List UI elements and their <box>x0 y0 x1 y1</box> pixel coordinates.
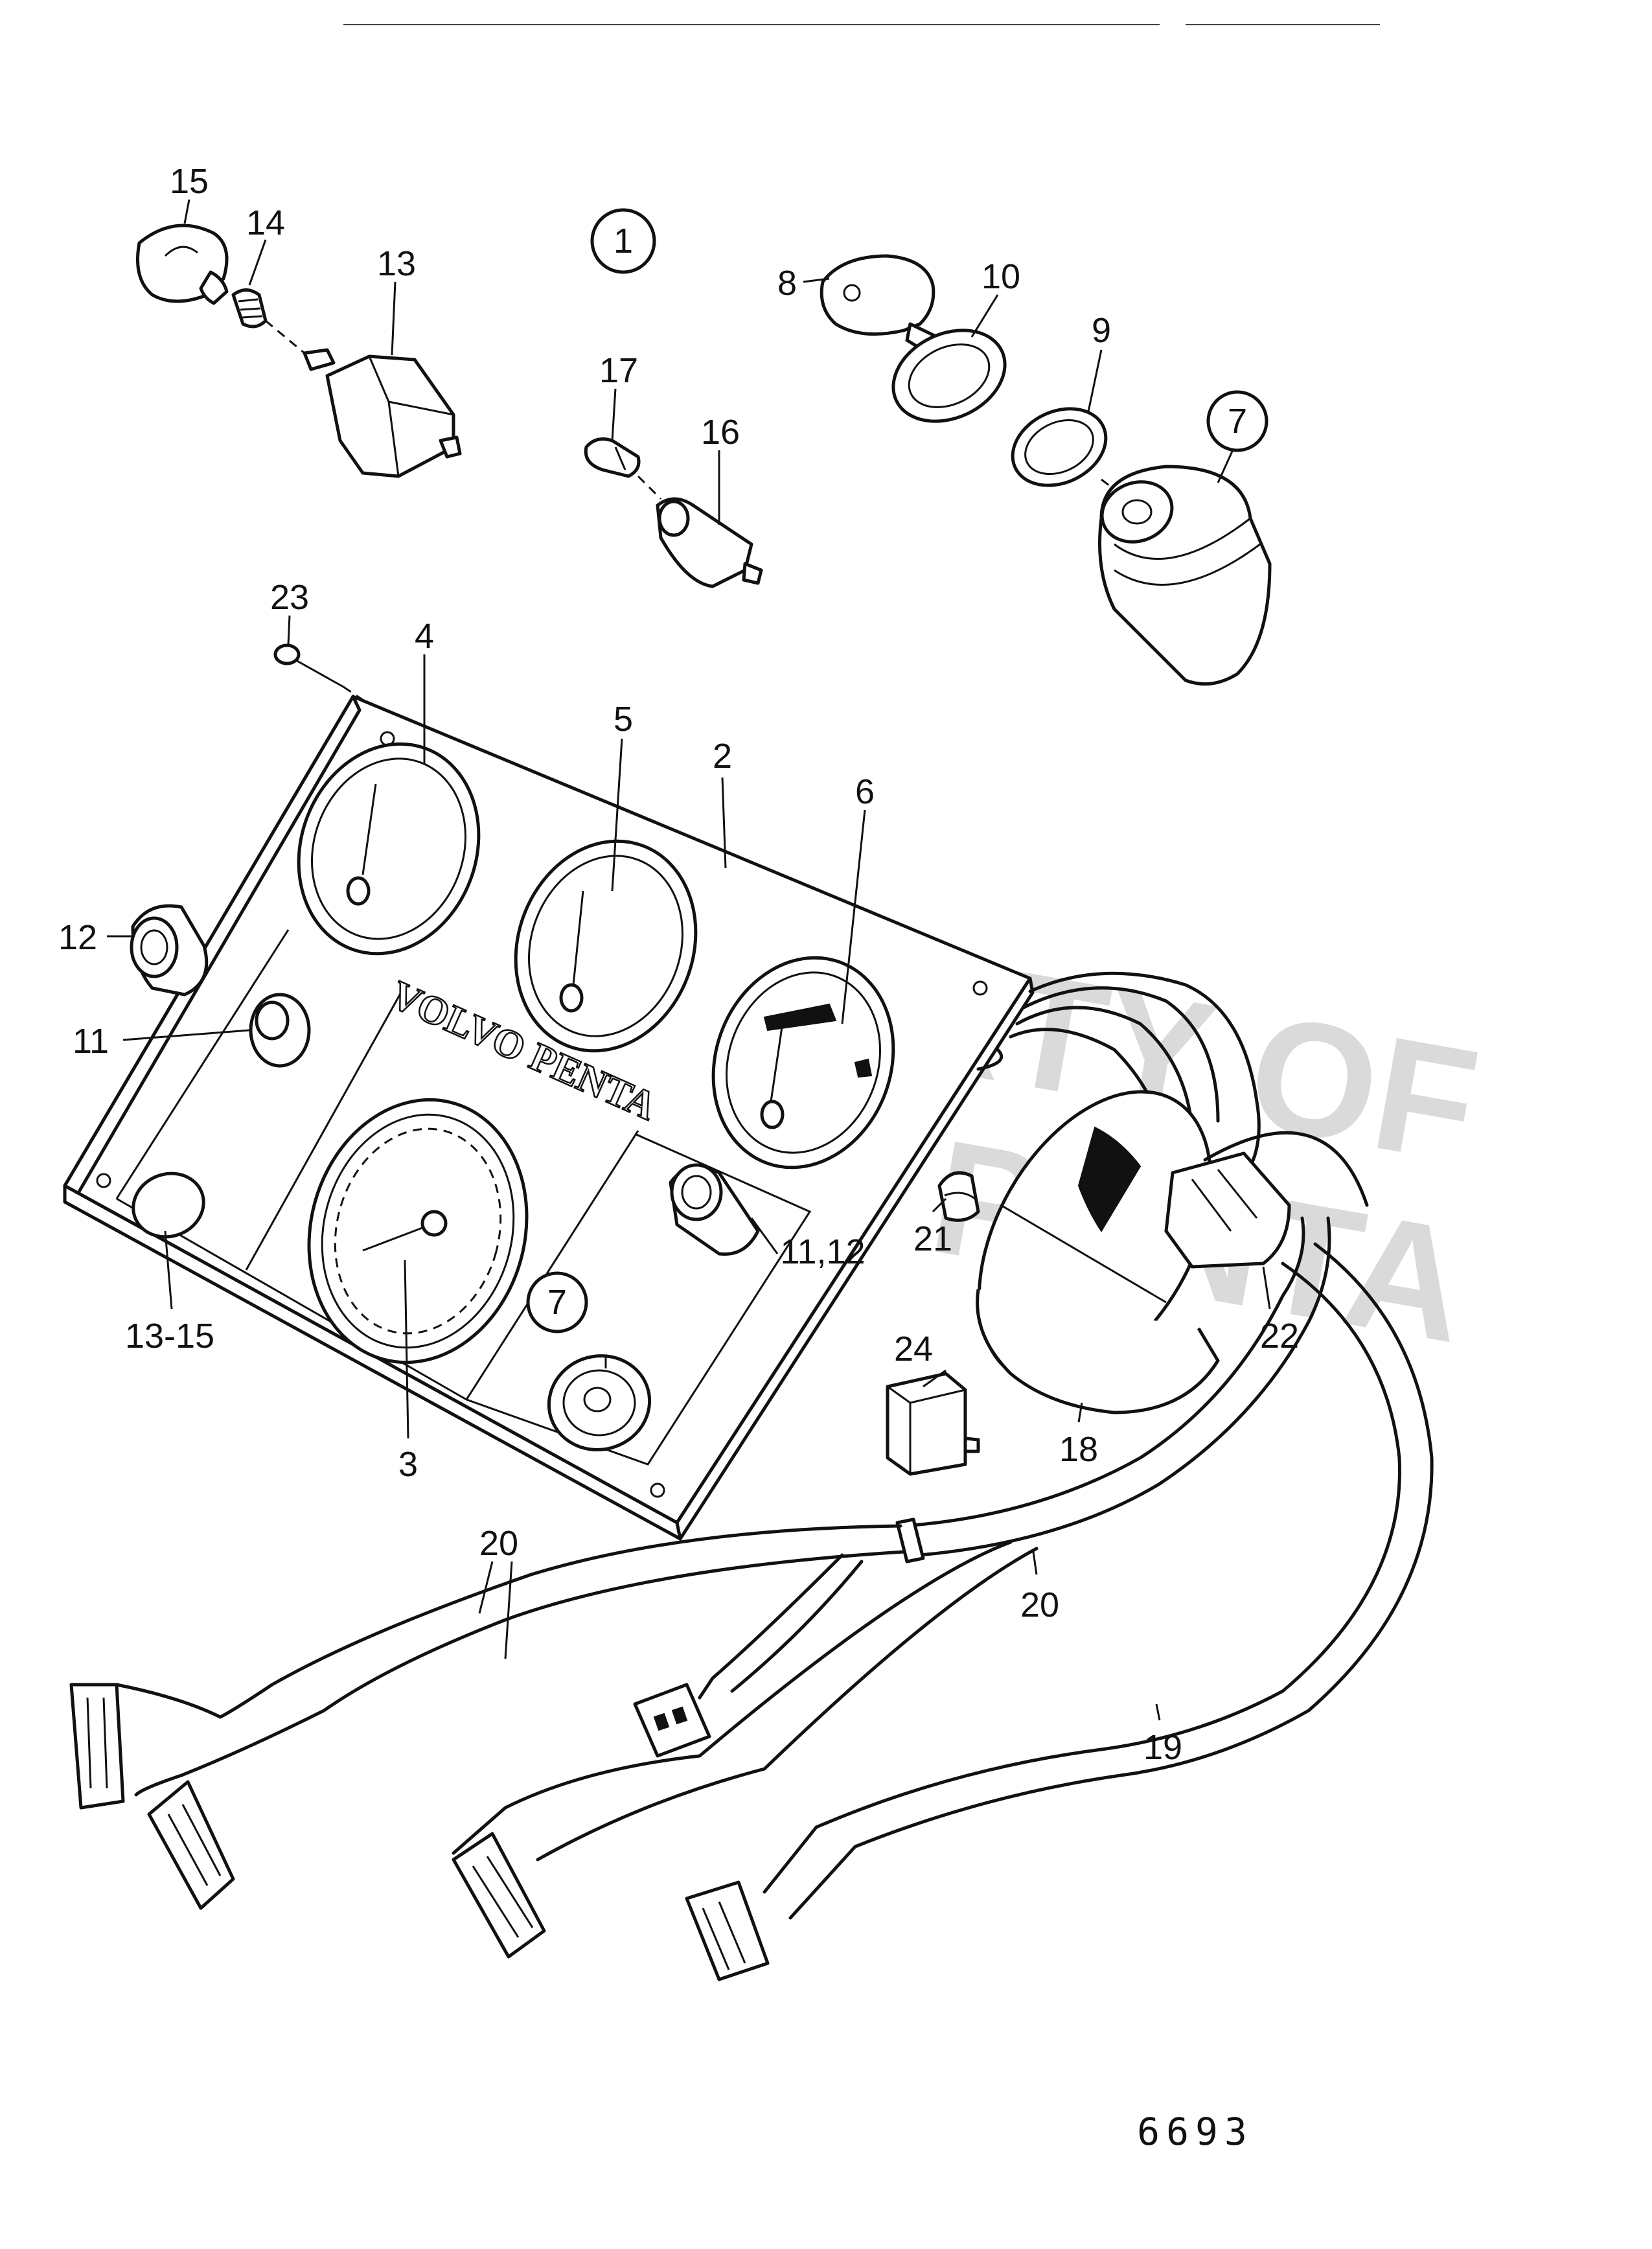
plug-connector-a <box>69 1683 125 1810</box>
plug-connector-e <box>685 1880 770 1981</box>
panel-lamp-11 <box>249 993 311 1068</box>
callout-circles <box>526 208 1268 1333</box>
panel-lamp-11-12 <box>669 1163 760 1256</box>
callout-12: 12 <box>58 918 97 957</box>
callout-15: 15 <box>170 162 209 201</box>
part-screw-23 <box>273 643 344 688</box>
callout-21: 21 <box>913 1219 952 1258</box>
callout-labels: 1 2 3 4 5 6 7 7 8 9 10 11 11,12 12 13 13… <box>58 162 1299 1767</box>
part-ring-9 <box>1011 407 1108 487</box>
panel-knob-13-15 <box>132 1171 205 1239</box>
callout-13-15: 13-15 <box>125 1317 214 1355</box>
plug-connector-b <box>147 1780 235 1910</box>
part-bezel-10 <box>891 329 1007 423</box>
callout-10: 10 <box>981 257 1020 296</box>
part-connector-22 <box>1164 1151 1291 1269</box>
callout-1: 1 <box>614 222 633 260</box>
gauge-tachometer-3 <box>307 1098 529 1365</box>
part-lamp-12 <box>130 904 209 997</box>
part-relay-24 <box>886 1372 980 1476</box>
callout-5: 5 <box>614 700 633 739</box>
callout-14: 14 <box>246 203 285 242</box>
callout-18: 18 <box>1059 1430 1098 1469</box>
callout-23: 23 <box>270 578 309 617</box>
callout-8: 8 <box>777 264 797 303</box>
figure-number: 6693 <box>1137 2110 1254 2154</box>
part-ignition-switch-7 <box>1098 465 1272 686</box>
callout-22: 22 <box>1260 1317 1299 1355</box>
callout-3: 3 <box>398 1445 418 1484</box>
callout-17: 17 <box>599 351 638 390</box>
part-cover-18 <box>976 1090 1220 1414</box>
callout-13: 13 <box>377 244 416 283</box>
panel-ignition-7 <box>547 1354 652 1451</box>
leader-lines <box>107 199 1271 1721</box>
callout-2: 2 <box>713 737 732 776</box>
callout-20-upper: 20 <box>479 1524 518 1563</box>
part-switch-13 <box>303 348 462 478</box>
callout-9: 9 <box>1092 311 1111 350</box>
part-nut-14 <box>231 288 268 329</box>
callout-4: 4 <box>415 617 434 656</box>
callout-11-12: 11,12 <box>780 1232 865 1271</box>
gauge-5 <box>514 839 698 1053</box>
callout-24: 24 <box>894 1330 933 1368</box>
callout-6: 6 <box>855 772 875 811</box>
plug-connector-c <box>633 1683 711 1758</box>
part-grommet-21 <box>937 1171 980 1222</box>
part-knob-15 <box>136 224 229 305</box>
callout-11: 11 <box>73 1022 109 1061</box>
plug-connector-d <box>452 1832 546 1959</box>
callout-16: 16 <box>701 413 740 452</box>
callout-19: 19 <box>1143 1728 1182 1767</box>
callout-20-lower: 20 <box>1020 1586 1059 1624</box>
part-bulb-17 <box>584 437 641 478</box>
gauge-6 <box>711 956 895 1170</box>
callout-7-top: 7 <box>1228 402 1247 441</box>
callout-7-panel: 7 <box>547 1283 567 1322</box>
part-lamp-socket-16 <box>656 497 763 588</box>
